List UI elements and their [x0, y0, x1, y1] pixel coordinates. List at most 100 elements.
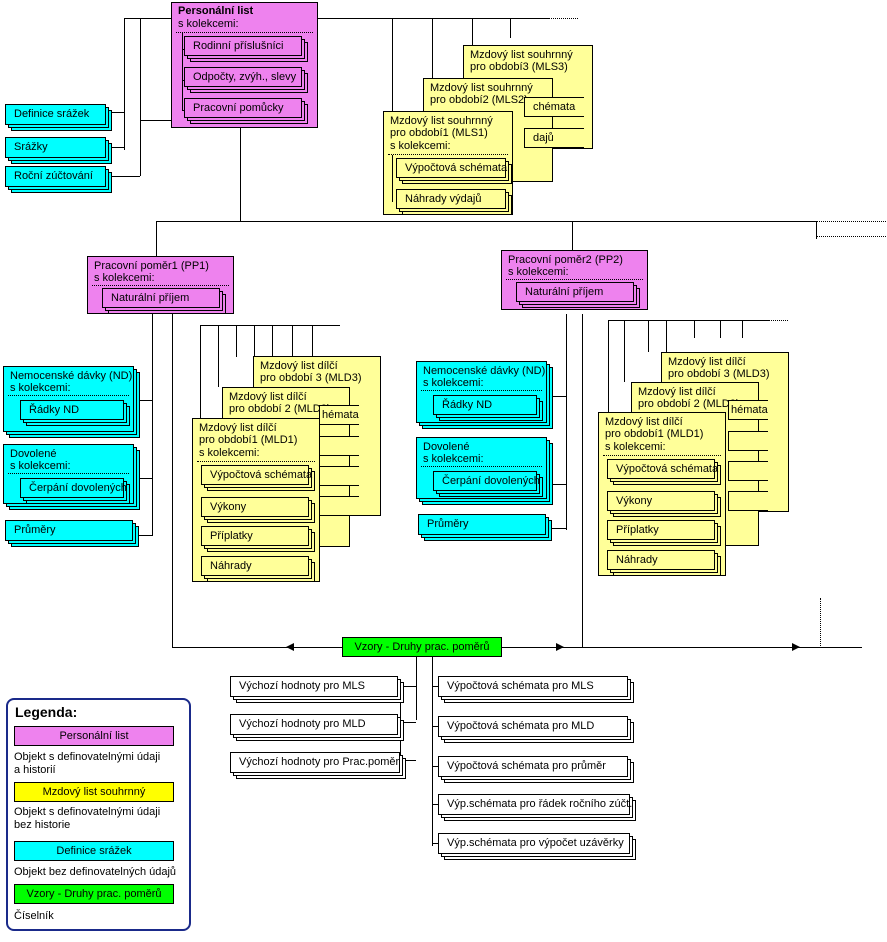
mld1-item[interactable]: Výkony: [607, 491, 715, 511]
personal-list-item[interactable]: Rodinní příslušníci: [184, 36, 302, 56]
legend-desc: bez historie: [14, 819, 71, 831]
vzory-right-item[interactable]: Výpočtová schémata pro MLS: [438, 676, 628, 697]
vzory-box[interactable]: Vzory - Druhy prac. poměrů: [342, 637, 502, 657]
legend-label: Definice srážek: [56, 845, 132, 857]
mld-fragment-empty: [319, 496, 359, 516]
mld3-line2: pro období 3 (MLD3): [668, 368, 770, 380]
mld3-line2: pro období 3 (MLD3): [260, 372, 362, 384]
mls1-line2: pro období1 (MLS1): [390, 127, 488, 139]
nd-title: Nemocenské dávky (ND): [423, 365, 546, 377]
nd-subtitle: s kolekcemi:: [10, 382, 71, 394]
vzory-left-item[interactable]: Výchozí hodnoty pro MLD: [230, 714, 398, 735]
pp2-title: Pracovní poměr2 (PP2): [508, 254, 623, 266]
nd-title: Nemocenské dávky (ND): [10, 370, 133, 382]
mls3-line1: Mzdový list souhrnný: [470, 49, 573, 61]
legend-desc: Objekt s definovatelnými údaji: [14, 806, 161, 818]
nd-box-right[interactable]: Nemocenské dávky (ND) s kolekcemi: Řádky…: [416, 361, 547, 423]
mld-fragment-empty: [728, 461, 768, 481]
mld-fragment-empty: [319, 466, 359, 486]
personal-list-item[interactable]: Pracovní pomůcky: [184, 98, 302, 118]
mld1-line3: s kolekcemi:: [199, 447, 260, 459]
mls1-item[interactable]: Náhrady výdajů: [396, 189, 506, 209]
averages-right[interactable]: Průměry: [418, 514, 546, 535]
mld-fragment-empty: [728, 491, 768, 511]
mld1-line1: Mzdový list dílčí: [605, 416, 683, 428]
mls2-line2: pro období2 (MLS2): [430, 94, 528, 106]
mld1-line2: pro období1 (MLD1): [199, 434, 298, 446]
mls-fragment: dajů: [524, 128, 584, 148]
pp1-title: Pracovní poměr1 (PP1): [94, 260, 209, 272]
mls1-line3: s kolekcemi:: [390, 140, 451, 152]
nd-subtitle: s kolekcemi:: [423, 377, 484, 389]
mls1-item[interactable]: Výpočtová schémata: [396, 158, 507, 178]
legend-swatch-summary: Mzdový list souhrnný: [14, 782, 174, 802]
legend-desc: a historií: [14, 764, 56, 776]
personal-list-subtitle: s kolekcemi:: [178, 18, 239, 30]
mld3-line1: Mzdový list dílčí: [260, 360, 338, 372]
legend-desc: Objekt bez definovatelných údajů: [14, 866, 177, 878]
mld1-item[interactable]: Příplatky: [201, 526, 309, 546]
legend-desc: Číselník: [14, 910, 54, 922]
mls1-box[interactable]: Mzdový list souhrnný pro období1 (MLS1) …: [383, 111, 513, 215]
personal-list-item[interactable]: Odpočty, zvýh., slevy: [184, 67, 302, 87]
dov-box-right[interactable]: Dovolené s kolekcemi: Čerpání dovolených: [416, 437, 547, 499]
legend-label: Vzory - Druhy prac. poměrů: [26, 888, 162, 900]
dov-item[interactable]: Čerpání dovolených: [433, 471, 540, 491]
vzory-right-item[interactable]: Výpočtová schémata pro MLD: [438, 716, 628, 737]
mld1-item[interactable]: Náhrady: [607, 550, 715, 570]
mls3-line2: pro období3 (MLS3): [470, 61, 568, 73]
deduction-definition[interactable]: Definice srážek: [5, 104, 106, 125]
mld1-line1: Mzdový list dílčí: [199, 422, 277, 434]
averages-left[interactable]: Průměry: [5, 520, 133, 541]
nd-item[interactable]: Řádky ND: [20, 400, 124, 420]
mld1-left[interactable]: Mzdový list dílčí pro období1 (MLD1) s k…: [192, 418, 320, 582]
mld1-line3: s kolekcemi:: [605, 441, 666, 453]
dov-title: Dovolené: [10, 448, 57, 460]
legend-swatch-codelist: Vzory - Druhy prac. poměrů: [14, 884, 174, 904]
mld1-item[interactable]: Výpočtová schémata: [607, 459, 718, 479]
mld1-item[interactable]: Náhrady: [201, 556, 309, 576]
pp2-box[interactable]: Pracovní poměr2 (PP2) s kolekcemi: Natur…: [501, 250, 648, 310]
mld2-line2: pro období 2 (MLD2): [638, 398, 740, 410]
annual-settlement[interactable]: Roční zúčtování: [5, 166, 106, 187]
vzory-right-item[interactable]: Výp.schémata pro výpočet uzávěrky: [438, 833, 630, 854]
pp1-item[interactable]: Naturální příjem: [102, 288, 220, 308]
legend-label: Personální list: [59, 730, 129, 742]
vzory-right-item[interactable]: Výp.schémata pro řádek ročního zúčt.: [438, 794, 632, 815]
dov-subtitle: s kolekcemi:: [423, 453, 484, 465]
mls-fragment: chémata: [524, 97, 584, 117]
vzory-right-item[interactable]: Výpočtová schémata pro průměr: [438, 756, 628, 777]
deductions[interactable]: Srážky: [5, 137, 106, 158]
pp1-subtitle: s kolekcemi:: [94, 272, 155, 284]
dov-item[interactable]: Čerpání dovolených: [20, 478, 127, 498]
mld2-line2: pro období 2 (MLD2): [229, 403, 331, 415]
mld3-line1: Mzdový list dílčí: [668, 356, 746, 368]
nd-item[interactable]: Řádky ND: [433, 395, 537, 415]
mld1-item[interactable]: Příplatky: [607, 520, 715, 540]
vzory-left-item[interactable]: Výchozí hodnoty pro Prac.poměr: [230, 752, 400, 773]
mld2-line1: Mzdový list dílčí: [638, 386, 716, 398]
mld2-line1: Mzdový list dílčí: [229, 391, 307, 403]
legend-swatch-personal: Personální list: [14, 726, 174, 746]
dov-box-left[interactable]: Dovolené s kolekcemi: Čerpání dovolených: [3, 444, 134, 504]
legend-title: Legenda:: [15, 704, 78, 720]
mld1-line2: pro období1 (MLD1): [605, 428, 704, 440]
legend-desc: Objekt s definovatelnými údaji: [14, 751, 161, 763]
legend: Legenda: Personální list Objekt s defino…: [6, 698, 191, 931]
mls2-line1: Mzdový list souhrnný: [430, 82, 533, 94]
mld-fragment-empty: [319, 436, 359, 456]
mld1-item[interactable]: Výpočtová schémata: [201, 465, 312, 485]
mld-fragment-empty: [728, 431, 768, 451]
dov-title: Dovolené: [423, 441, 470, 453]
dov-subtitle: s kolekcemi:: [10, 460, 71, 472]
personal-list-box[interactable]: Personální list s kolekcemi: Rodinní pří…: [171, 2, 318, 128]
pp1-box[interactable]: Pracovní poměr1 (PP1) s kolekcemi: Natur…: [87, 256, 234, 314]
nd-box-left[interactable]: Nemocenské dávky (ND) s kolekcemi: Řádky…: [3, 366, 134, 432]
mls1-line1: Mzdový list souhrnný: [390, 115, 493, 127]
vzory-label: Vzory - Druhy prac. poměrů: [354, 641, 490, 653]
vzory-left-item[interactable]: Výchozí hodnoty pro MLS: [230, 676, 398, 697]
pp2-item[interactable]: Naturální příjem: [516, 282, 634, 302]
legend-label: Mzdový list souhrnný: [42, 786, 146, 798]
mld1-right[interactable]: Mzdový list dílčí pro období1 (MLD1) s k…: [598, 412, 726, 576]
mld1-item[interactable]: Výkony: [201, 497, 309, 517]
